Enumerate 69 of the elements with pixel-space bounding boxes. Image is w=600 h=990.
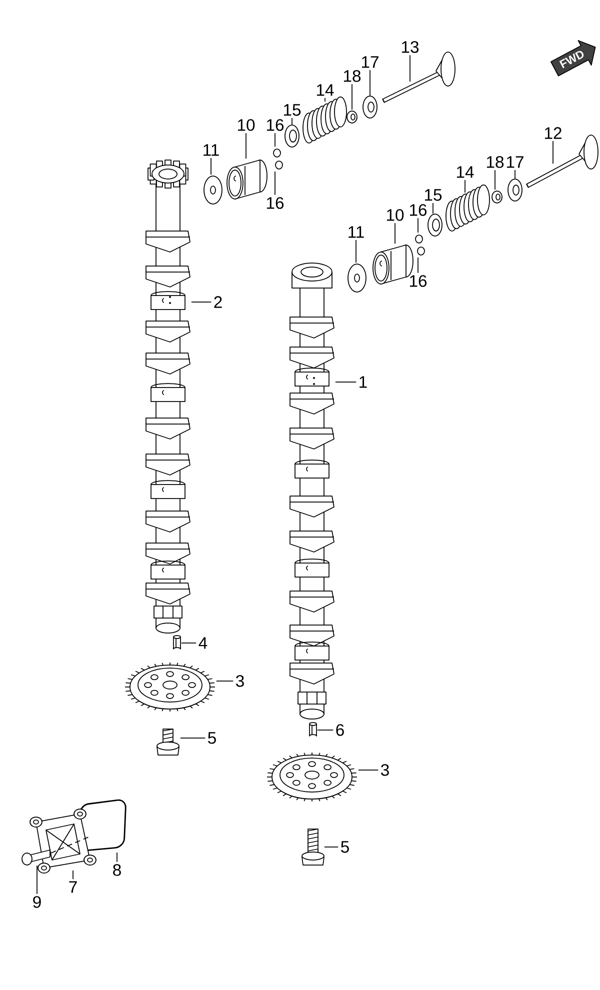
callout-number: 18 — [344, 70, 361, 82]
spring-drawing — [446, 184, 490, 232]
leader-line — [274, 171, 276, 196]
camshaft-drawing — [290, 262, 334, 720]
leader-line — [394, 222, 396, 244]
callout-number: 16 — [410, 275, 427, 287]
retainer-drawing — [508, 178, 522, 202]
tappet-drawing — [226, 160, 268, 200]
leader-line — [514, 170, 516, 179]
camshaft-drawing — [146, 160, 190, 634]
callout-number: 14 — [316, 84, 334, 96]
callout-number: 17 — [362, 56, 378, 68]
leader-line — [494, 170, 496, 190]
leader-line — [116, 852, 118, 862]
cover-drawing — [30, 808, 96, 874]
sprocket-drawing — [124, 662, 216, 712]
pin-drawing — [309, 722, 317, 736]
callout-number: 4 — [198, 637, 208, 649]
callout-number: 15 — [284, 104, 301, 116]
callout-number: 15 — [424, 189, 442, 201]
valve-drawing — [382, 52, 456, 104]
callout-number: 5 — [341, 841, 349, 853]
callout-number: 17 — [506, 156, 524, 168]
bolt-drawing — [156, 728, 180, 756]
leader-line — [432, 202, 434, 214]
callout-number: 11 — [204, 144, 219, 156]
callout-number: 11 — [348, 226, 364, 238]
pin-drawing — [173, 635, 181, 650]
arrow-label: FWD — [559, 50, 584, 68]
callout-number: 1 — [360, 376, 367, 388]
leader-line — [324, 846, 339, 848]
callout-number: 9 — [33, 896, 41, 908]
callout-number: 16 — [410, 204, 427, 216]
callout-number: 12 — [544, 127, 562, 139]
callout-number: 5 — [208, 732, 216, 744]
sprocket-drawing — [266, 752, 358, 802]
leader-line — [274, 132, 276, 148]
callout-number: 6 — [336, 724, 344, 736]
washer-drawing — [428, 214, 442, 236]
callout-number: 13 — [402, 41, 419, 53]
spring-drawing — [302, 96, 347, 144]
bolt-drawing — [302, 828, 324, 866]
callout-number: 7 — [69, 881, 77, 893]
callout-number: 16 — [266, 119, 284, 131]
leader-line — [181, 642, 197, 644]
shim-drawing — [348, 264, 366, 292]
washer-drawing — [284, 124, 300, 148]
seal-drawing — [492, 190, 502, 204]
callout-number: 10 — [386, 209, 404, 221]
cotter-drawing — [415, 234, 425, 256]
leader-line — [324, 98, 326, 102]
callout-number: 2 — [214, 296, 222, 308]
callout-number: 16 — [266, 197, 284, 209]
leader-line — [552, 140, 554, 164]
callout-number: 18 — [486, 156, 504, 168]
callout-number: 8 — [113, 864, 121, 876]
leader-line — [464, 180, 466, 193]
retainer-drawing — [362, 96, 378, 118]
callout-number: 3 — [236, 675, 244, 687]
cotter-drawing — [273, 148, 283, 170]
leader-line — [36, 865, 38, 894]
callout-number: 3 — [381, 764, 389, 776]
seal-drawing — [346, 110, 358, 124]
shim-drawing — [204, 176, 222, 204]
callout-number: 10 — [238, 119, 255, 131]
leader-line — [210, 158, 212, 175]
leader-line — [72, 870, 74, 880]
callout-number: 14 — [456, 166, 474, 178]
leader-line — [216, 680, 234, 682]
